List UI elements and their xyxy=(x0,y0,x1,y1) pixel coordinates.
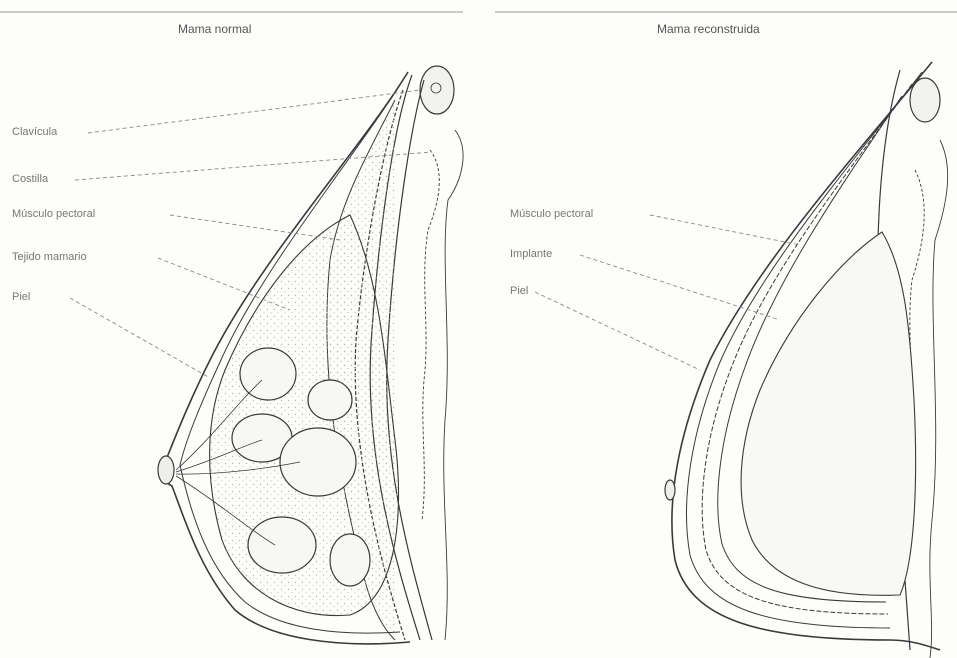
panel-title-normal: Mama normal xyxy=(178,22,251,36)
clavicle-shape xyxy=(420,66,454,114)
reconstructed-breast-drawing xyxy=(665,62,948,658)
label-skin: Piel xyxy=(12,291,30,303)
panel-title-reconstructed: Mama reconstruida xyxy=(657,22,760,36)
label-pectoral-muscle-right: Músculo pectoral xyxy=(510,208,593,220)
label-mammary-tissue: Tejido mamario xyxy=(12,251,87,263)
right-leader-lines xyxy=(535,215,800,370)
label-skin-right: Piel xyxy=(510,285,528,297)
label-rib: Costilla xyxy=(12,173,48,185)
label-pectoral-muscle: Músculo pectoral xyxy=(12,208,95,220)
label-clavicle: Clavícula xyxy=(12,126,57,138)
clavicle-shape-right xyxy=(910,78,940,122)
normal-breast-drawing xyxy=(158,66,463,644)
nipple-shape xyxy=(158,456,174,484)
implant-shape xyxy=(741,232,916,595)
label-implant: Implante xyxy=(510,248,552,260)
